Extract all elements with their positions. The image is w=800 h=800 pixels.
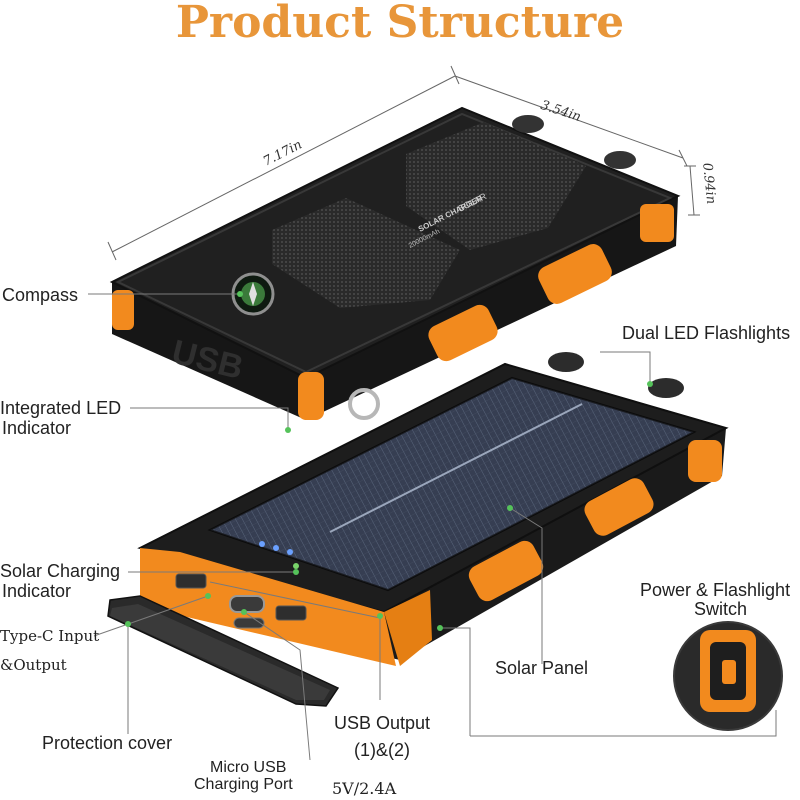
power-bank-back: SOLAR SOLAR CHARGER 20000mAh USB (109, 106, 681, 420)
power-bank-front (107, 352, 729, 707)
label-type-c-1: Type-C Input (0, 627, 100, 645)
leader-lines (88, 293, 777, 761)
label-compass: Compass (2, 285, 79, 305)
power-switch-zoom (673, 621, 783, 731)
label-micro-usb-1: Micro USB (210, 759, 287, 776)
usb-output-2-port (275, 605, 307, 621)
solar-charging-indicator (293, 563, 299, 569)
keyring-icon (348, 388, 380, 420)
label-rating: 5V/2.4A (332, 779, 397, 798)
label-usb-output-1: USB Output (334, 713, 431, 733)
label-micro-usb-2: Charging Port (194, 776, 293, 793)
usb-output-1-port (175, 573, 207, 589)
label-integrated-led-1: Integrated LED (0, 398, 122, 418)
label-dual-led: Dual LED Flashlights (622, 323, 791, 343)
dimension-length-line (107, 65, 460, 261)
label-solar-charging-1: Solar Charging (0, 561, 121, 581)
integrated-led-indicator (259, 541, 265, 547)
label-protection-cover: Protection cover (42, 733, 173, 753)
label-integrated-led-2: Indicator (2, 418, 72, 438)
label-power-switch-1: Power & Flashlight (640, 580, 791, 600)
label-solar-panel: Solar Panel (495, 658, 589, 678)
label-power-switch-2: Switch (694, 599, 748, 619)
dimension-thickness-line (684, 165, 700, 216)
label-usb-output-2: (1)&(2) (354, 740, 411, 760)
label-solar-charging-2: Indicator (2, 581, 72, 601)
page-title: Product Structure (175, 0, 625, 48)
leader-dots (125, 291, 653, 631)
solar-panel-surface (207, 376, 697, 592)
dimension-width-line (454, 75, 688, 167)
label-type-c-2: &Output (0, 656, 67, 674)
micro-usb-port (229, 595, 265, 613)
